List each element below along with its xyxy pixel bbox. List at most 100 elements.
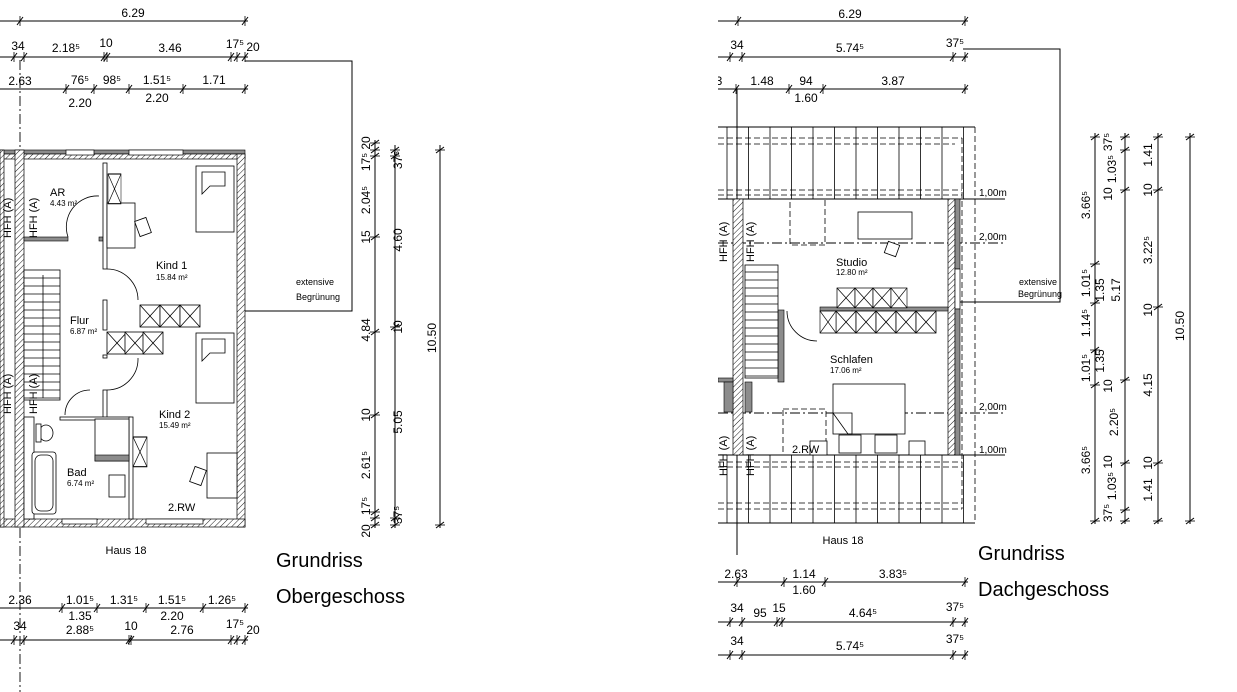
dimension-label: 1.01⁵ — [66, 593, 94, 607]
staircase — [744, 264, 779, 379]
room-area-bad: 6.74 m² — [67, 479, 94, 488]
dimension-label: 1.35 — [1093, 349, 1107, 373]
dimension-label: 1.01⁵ — [1079, 269, 1093, 297]
dimension-label: 2.61⁵ — [359, 451, 373, 479]
furniture — [31, 165, 238, 515]
dimension-label: 5.74⁵ — [836, 41, 864, 55]
dimension-label: 20 — [246, 623, 260, 637]
room-name-schlafen: Schlafen — [830, 354, 873, 366]
dimension-label: 4.60 — [391, 228, 405, 252]
dimension-label: 2.88⁵ — [66, 623, 94, 637]
dimension-label: 10.50 — [425, 323, 439, 353]
dimension-label: 10 — [1141, 183, 1155, 197]
dimension-label: 34 — [13, 619, 27, 633]
dimension-label: 37⁵ — [391, 506, 405, 524]
room-area-schlafen: 17.06 m² — [830, 366, 862, 375]
dimension-label: 37⁵ — [391, 151, 405, 169]
plan-title-line-1: Grundriss — [978, 543, 1065, 565]
dimension-label: 10 — [1101, 455, 1115, 469]
house-label: Haus 18 — [823, 535, 864, 547]
dimension-label: 34 — [730, 601, 744, 615]
plan-title-line-1: Grundriss — [276, 550, 363, 572]
dimension-label: 5.17 — [1109, 278, 1123, 302]
dimension-label: 3 — [716, 74, 723, 88]
dimension-label: 2.63 — [8, 74, 32, 88]
dimension-label: 10 — [359, 408, 373, 422]
dimension-label: 2.36 — [8, 593, 32, 607]
dimension-label: 2.20 — [68, 96, 92, 110]
room-name-studio: Studio — [836, 257, 867, 269]
note-line-2: Begrünung — [296, 292, 340, 302]
room-name-kind-2: Kind 2 — [159, 409, 190, 421]
dimension-label: 37⁵ — [946, 600, 964, 614]
dimension-label: 1.26⁵ — [208, 593, 236, 607]
dimension-label: 1.35 — [1093, 278, 1107, 302]
dimension-label: 37⁵ — [1101, 133, 1115, 151]
dimension-label: 1.48 — [750, 74, 774, 88]
room-name-flur: Flur — [70, 315, 89, 327]
dimension-label: 1.03⁵ — [1105, 155, 1119, 183]
dimension-label: 2.18⁵ — [52, 41, 80, 55]
level-label: 2,00m — [979, 232, 1007, 243]
dimension-label: 4.15 — [1141, 373, 1155, 397]
dimension-label: 98⁵ — [103, 73, 121, 87]
note-line-1: extensive — [296, 277, 334, 287]
dimension-label: 3.22⁵ — [1141, 236, 1155, 264]
dimension-label: 15 — [359, 230, 373, 244]
room-name-bad: Bad — [67, 467, 87, 479]
dimension-label: 76⁵ — [71, 73, 89, 87]
dimension-label: 15 — [772, 601, 786, 615]
dimension-label: 2.04⁵ — [359, 186, 373, 214]
dimension-label: 34 — [730, 634, 744, 648]
dimension-lines — [0, 16, 445, 645]
window-label: 2.RW — [792, 444, 820, 456]
dimension-label: 10 — [391, 320, 405, 334]
dimension-label: 20 — [359, 136, 373, 150]
dimension-label: 3.66⁵ — [1079, 191, 1093, 219]
dimension-label: 2.63 — [724, 567, 748, 581]
dimension-label: 3.83⁵ — [879, 567, 907, 581]
room-labels: AR 4.43 m² Flur 6.87 m² Kind 1 15.84 m² … — [2, 187, 405, 608]
dimension-label: 10 — [1141, 456, 1155, 470]
level-label: 1,00m — [979, 445, 1007, 456]
room-name-ar: AR — [50, 187, 65, 199]
hfh-label: HFH (A) — [718, 222, 730, 262]
dimension-label: 6.29 — [838, 7, 862, 21]
dimension-label: 5.05 — [391, 410, 405, 434]
dimension-label: 1.60 — [792, 583, 816, 597]
dimension-label: 1.41 — [1141, 143, 1155, 167]
plan-title-line-2: Obergeschoss — [276, 586, 405, 608]
hfh-label: HFH (A) — [2, 374, 14, 414]
dimension-label: 17⁵ — [359, 153, 373, 171]
dimension-label: 1.14⁵ — [1079, 309, 1093, 337]
furniture — [782, 198, 937, 456]
room-area-ar: 4.43 m² — [50, 199, 77, 208]
room-area-studio: 12.80 m² — [836, 268, 868, 277]
dimension-label: 1.51⁵ — [143, 73, 171, 87]
dimension-label: 37⁵ — [946, 632, 964, 646]
dimension-label: 2.20⁵ — [1107, 408, 1121, 436]
dimension-lines — [718, 16, 1195, 660]
dimension-label: 37⁵ — [1101, 504, 1115, 522]
dimension-label: 1.03⁵ — [1105, 472, 1119, 500]
dimension-label: 17⁵ — [226, 617, 244, 631]
dimension-label: 1.35 — [68, 609, 92, 623]
plan-title-line-2: Dachgeschoss — [978, 579, 1109, 601]
dimension-label: 4.84 — [359, 318, 373, 342]
staircase — [23, 269, 61, 401]
hfh-label: HFH (A) — [745, 436, 757, 476]
room-labels: Studio 12.80 m² Schlafen 17.06 m² 2.RW H… — [718, 188, 1109, 601]
note-line-2: Begrünung — [1018, 289, 1062, 299]
dimension-label: 4.64⁵ — [849, 606, 877, 620]
room-area-flur: 6.87 m² — [70, 327, 97, 336]
hfh-label: HFH (A) — [28, 198, 40, 238]
dimension-label: 1.60 — [794, 91, 818, 105]
hfh-label: HFH (A) — [2, 198, 14, 238]
dimension-label: 2.76 — [170, 623, 194, 637]
roof-rafters — [718, 126, 976, 524]
dimension-label: 10 — [1101, 187, 1115, 201]
room-name-kind-1: Kind 1 — [156, 260, 187, 272]
